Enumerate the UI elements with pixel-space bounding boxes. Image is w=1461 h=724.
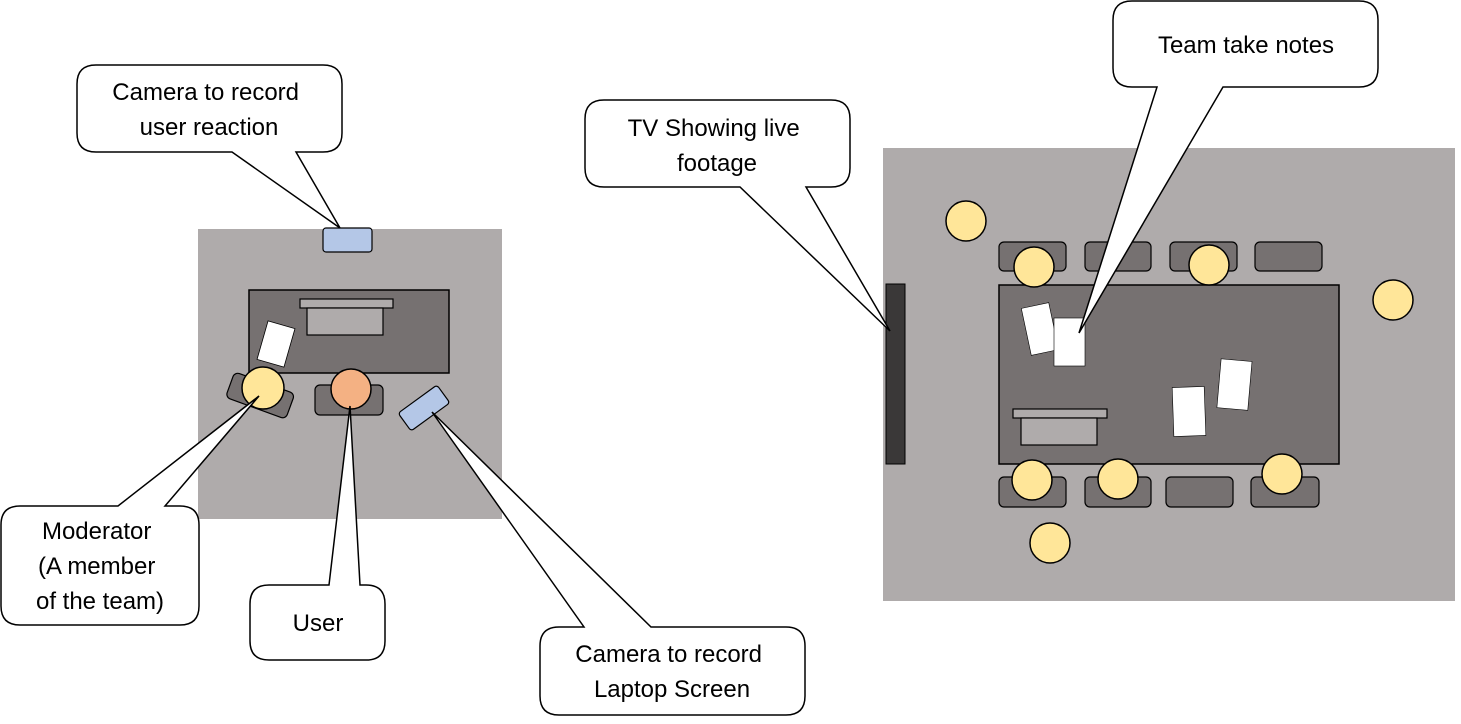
observation-room	[883, 148, 1455, 601]
team-member-icon	[1029, 522, 1071, 564]
team-member-icon	[1013, 246, 1055, 288]
team-member-icon	[1372, 279, 1414, 321]
team-member-icon	[1188, 244, 1230, 286]
team-member-icon	[1011, 459, 1053, 501]
camera-laptop-screen-icon	[398, 385, 450, 431]
paper-note-icon	[1020, 302, 1060, 356]
callout-team-take-notes-text: Team take notes	[1158, 32, 1334, 59]
callout-camera-user-reaction: Camera to record user reaction	[76, 64, 343, 229]
callout-camera-laptop-screen: Camera to record Laptop Screen	[431, 411, 806, 716]
camera-user-reaction-icon	[322, 227, 373, 253]
callout-user-text: User	[293, 610, 344, 637]
laptop-icon	[1012, 408, 1108, 446]
laptop-icon	[299, 298, 394, 336]
callout-tv-live-footage-text: TV Showing live footage	[628, 115, 807, 177]
team-member-icon	[1261, 453, 1303, 495]
user-person-icon	[330, 368, 372, 410]
callout-user: User	[249, 405, 386, 661]
paper-note-icon	[1216, 358, 1253, 411]
callout-camera-laptop-screen-text: Camera to record Laptop Screen	[575, 641, 768, 703]
paper-note-icon	[1171, 386, 1207, 437]
chair-top-4	[1254, 241, 1323, 272]
paper-note-icon	[256, 320, 296, 368]
tv-icon	[885, 283, 906, 465]
callout-camera-user-reaction-text: Camera to record user reaction	[112, 79, 305, 141]
callout-moderator-text: Moderator (A member of the team)	[36, 518, 164, 615]
team-member-icon	[1097, 458, 1139, 500]
testing-room	[198, 227, 502, 519]
chair-bottom-3	[1165, 476, 1234, 508]
callout-moderator: Moderator (A member of the team)	[0, 395, 260, 626]
callout-tv-live-footage: TV Showing live footage	[584, 99, 891, 332]
callout-team-take-notes: Team take notes	[1078, 0, 1379, 334]
paper-note-icon	[1053, 317, 1086, 367]
moderator-person-icon	[241, 366, 285, 410]
team-member-icon	[945, 200, 987, 242]
